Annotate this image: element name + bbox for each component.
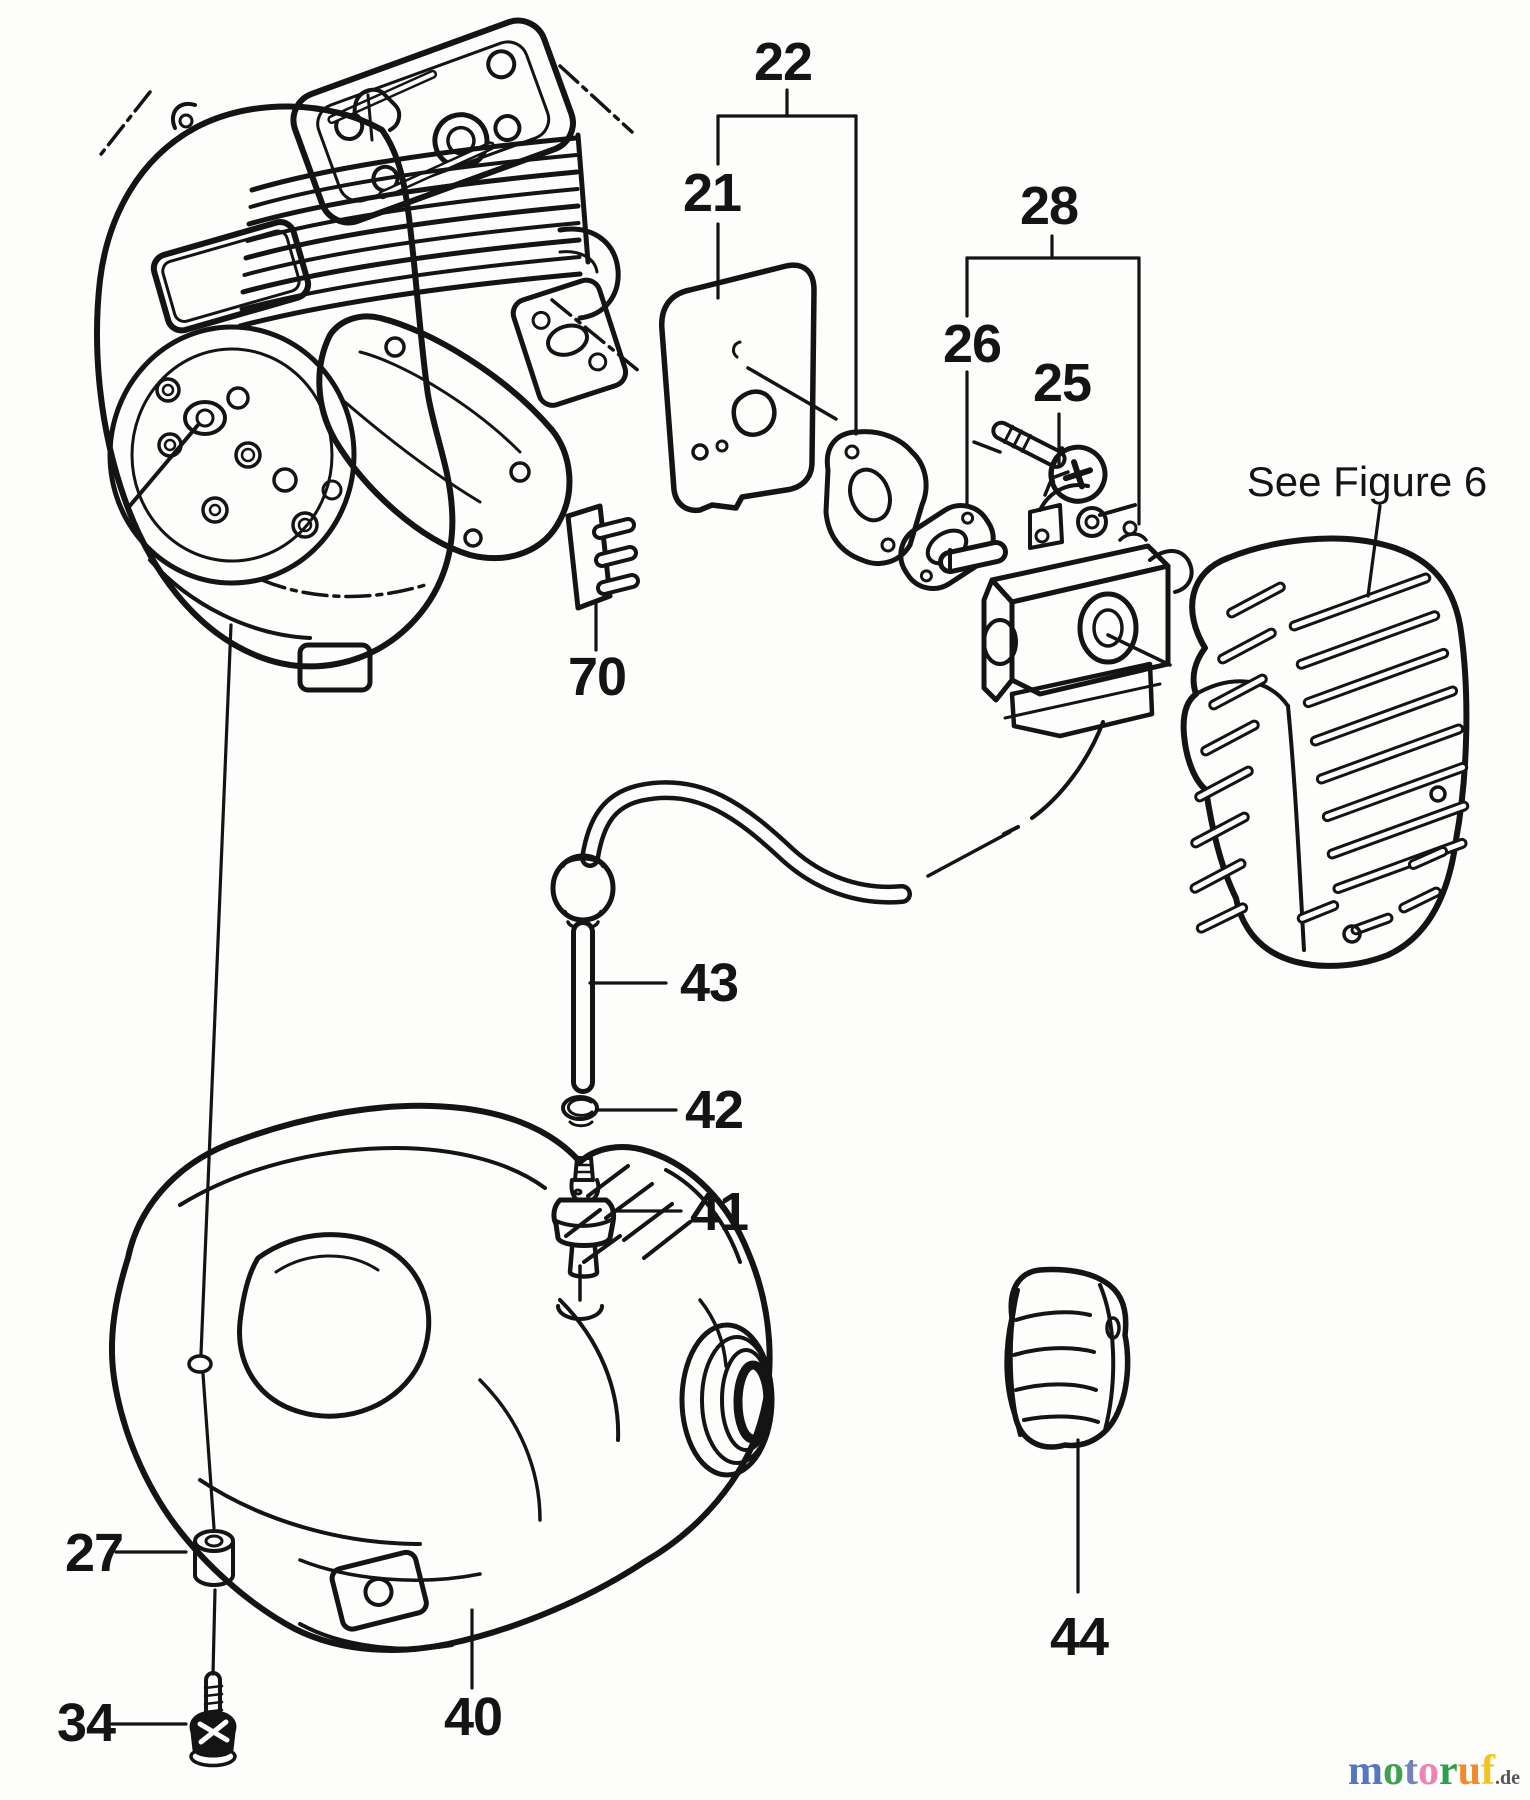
callout-25: 25 <box>1032 353 1092 413</box>
carburetor-drawing <box>938 470 1194 739</box>
callout-22: 22 <box>753 32 813 92</box>
watermark-letter: r <box>1438 1748 1458 1794</box>
insulator-drawing <box>823 429 929 566</box>
fuel-cap-44-drawing <box>1004 1266 1131 1450</box>
callout-28: 28 <box>1019 176 1079 236</box>
leader-lines <box>110 88 1382 1726</box>
fuel-line-drawing <box>550 720 1105 1094</box>
grommet-42-drawing <box>561 1095 599 1128</box>
watermark-letter: u <box>1457 1748 1481 1794</box>
engine-assembly-drawing <box>94 17 642 693</box>
callout-27: 27 <box>64 1523 124 1583</box>
callout-43: 43 <box>679 953 739 1013</box>
callout-41: 41 <box>689 1182 749 1242</box>
cylinder-drawing <box>290 17 576 226</box>
callout-21: 21 <box>682 163 742 223</box>
intake-flange-drawing <box>510 277 629 408</box>
cylinder-fins-drawing <box>237 135 583 329</box>
watermark-letter: o <box>1382 1748 1404 1794</box>
starter-housing-drawing <box>94 87 456 693</box>
callout-70: 70 <box>567 647 627 707</box>
callout-44: 44 <box>1049 1607 1109 1667</box>
muffler-cover-drawing <box>1180 535 1470 969</box>
grommet-27-drawing <box>193 1529 235 1587</box>
gasket-26-drawing <box>898 503 996 591</box>
watermark-letter: t <box>1403 1748 1418 1794</box>
centerline-dashes <box>96 64 642 599</box>
comb-plate-70-drawing <box>565 503 640 611</box>
cover-vent-slots <box>1189 572 1470 936</box>
gasket-21-drawing <box>659 262 817 514</box>
watermark-letter: f <box>1481 1748 1495 1794</box>
fuel-tank-drawing <box>108 1102 775 1653</box>
watermark-logo: motoruf.de <box>1348 1750 1520 1792</box>
callout-34: 34 <box>56 1693 116 1753</box>
screw-34-drawing <box>189 1671 237 1768</box>
callout-26: 26 <box>942 314 1002 374</box>
screw-25-drawing <box>991 420 1108 504</box>
callout-40: 40 <box>443 1687 503 1747</box>
watermark-letter: o <box>1417 1748 1439 1794</box>
callout-42: 42 <box>684 1080 744 1140</box>
watermark-letter: m <box>1347 1748 1383 1794</box>
see-figure-note: See Figure 6 <box>1246 458 1488 505</box>
watermark-suffix: .de <box>1495 1767 1520 1789</box>
